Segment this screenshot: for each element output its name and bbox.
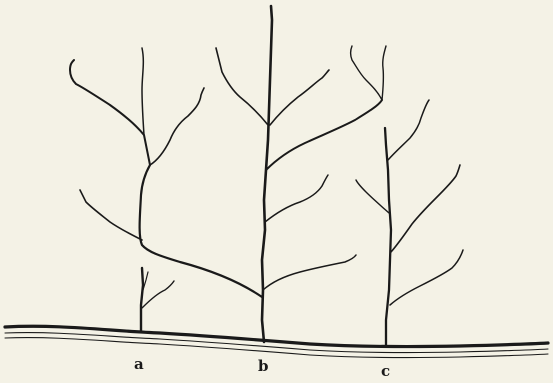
label-a: a — [134, 357, 144, 372]
tree-b — [216, 6, 386, 342]
tree-a — [141, 268, 174, 331]
tree-c — [356, 100, 463, 346]
label-c: c — [381, 364, 390, 379]
label-b: b — [258, 359, 269, 374]
ground-line — [5, 326, 548, 357]
tree-b-left — [70, 48, 262, 297]
